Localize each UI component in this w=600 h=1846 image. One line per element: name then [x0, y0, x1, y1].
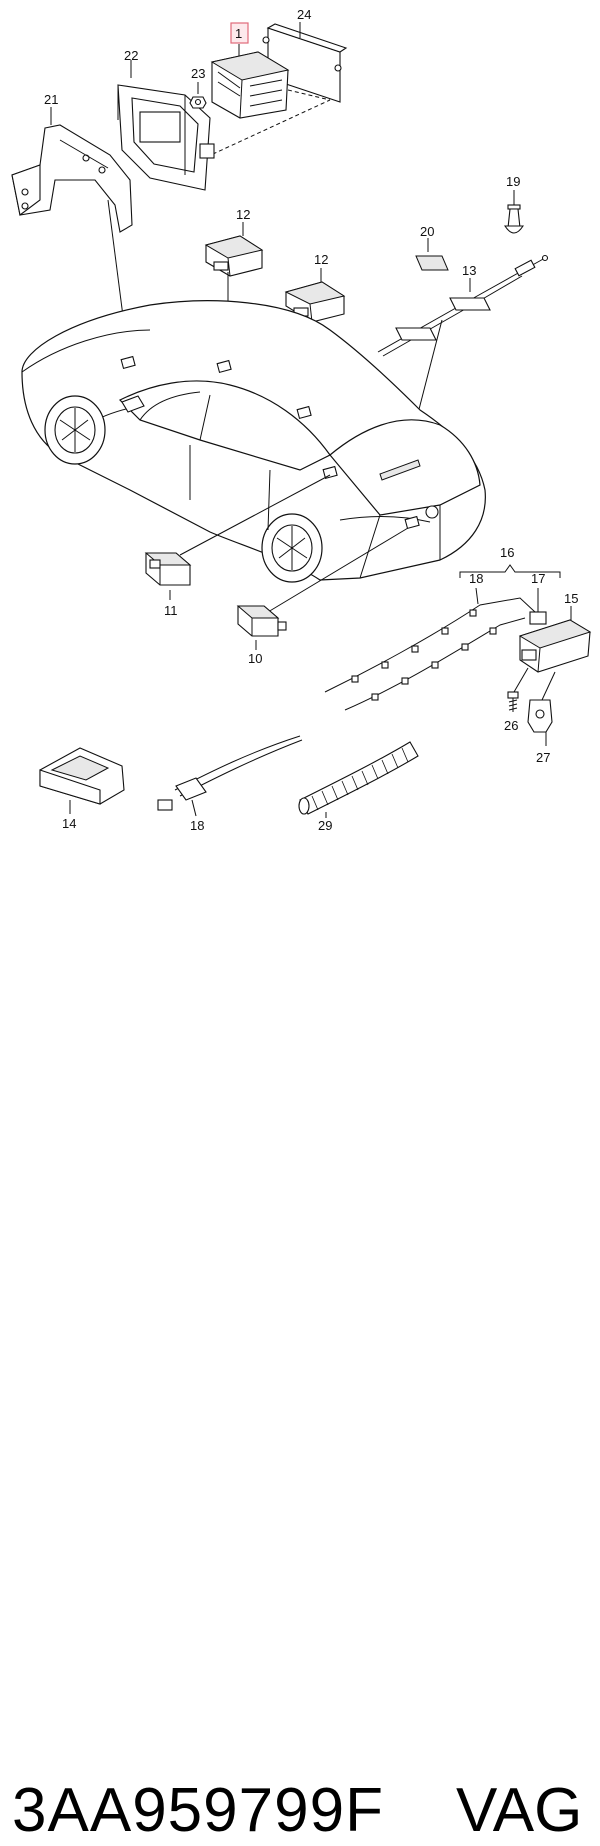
footer: 3AA959799F VAG — [0, 880, 600, 1845]
part-26-screw — [507, 691, 519, 712]
part-15-control-unit — [513, 606, 592, 701]
callout-10: 10 — [248, 651, 262, 666]
part-23-nut — [189, 82, 207, 109]
callout-16: 16 — [500, 545, 514, 560]
callout-13: 13 — [462, 263, 476, 278]
part-12-sensor-upper — [204, 222, 264, 364]
harness-clips — [351, 609, 497, 701]
part-27-bracket — [527, 699, 553, 746]
part-29-corrugated-tube — [298, 741, 419, 818]
callout-17: 17 — [531, 571, 545, 586]
callout-18-harness: 18 — [469, 571, 483, 586]
part-1-control-module — [199, 22, 331, 161]
part-22-bracket — [117, 60, 215, 191]
callout-27: 27 — [536, 750, 550, 765]
callout-12-middle: 12 — [314, 252, 328, 267]
callout-19: 19 — [506, 174, 520, 189]
car-illustration — [21, 300, 486, 583]
part-20-pad — [415, 238, 449, 271]
part-19-clip — [503, 190, 525, 234]
callout-24: 24 — [297, 7, 311, 22]
callout-14: 14 — [62, 816, 76, 831]
part-18-cable — [157, 735, 303, 817]
part-21-mounting-bracket — [11, 107, 133, 356]
part-13-antenna-strip — [377, 254, 549, 453]
callout-23: 23 — [191, 66, 205, 81]
part-14-holder — [39, 747, 125, 814]
part-11-sensor — [144, 474, 331, 600]
brand-label: VAG — [456, 1776, 583, 1845]
parts-diagram: 24 1 22 23 — [11, 7, 592, 833]
callout-11: 11 — [164, 603, 178, 618]
highlight-box — [230, 22, 249, 44]
part-12-sensor-middle — [284, 268, 346, 409]
part-number-label: 3AA959799F — [12, 1776, 384, 1845]
part-16-wiring-group — [324, 564, 561, 711]
callout-15: 15 — [564, 591, 578, 606]
callout-29: 29 — [318, 818, 332, 833]
callout-20: 20 — [420, 224, 434, 239]
callout-18-cable: 18 — [190, 818, 204, 833]
part-10-sensor — [236, 527, 409, 650]
callout-26: 26 — [504, 718, 518, 733]
callout-1: 1 — [235, 26, 242, 41]
callout-21: 21 — [44, 92, 58, 107]
callout-12-upper: 12 — [236, 207, 250, 222]
callout-22: 22 — [124, 48, 138, 63]
